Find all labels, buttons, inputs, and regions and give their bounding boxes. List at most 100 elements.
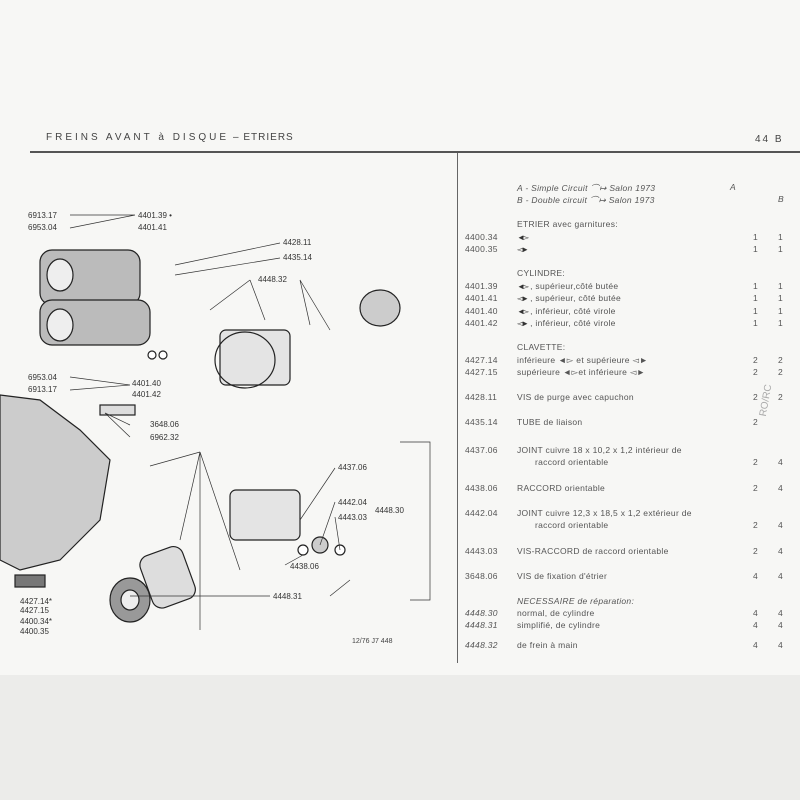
callout-label: 4448.32 (258, 275, 287, 284)
caliper-body (0, 394, 111, 571)
part-description-wrap: ◄▻, inférieur, côté virole (517, 306, 616, 316)
qty-b: 4 (778, 640, 784, 650)
part-description-wrap: JOINT cuivre 12,3 x 18,5 x 1,2 extérieur… (517, 508, 692, 518)
part-description-wrap: de frein à main (517, 640, 578, 650)
cylinder-lower (229, 489, 301, 541)
part-description-wrap: ◅►, inférieur, côté virole (517, 318, 616, 328)
qty-a: 1 (753, 232, 759, 242)
qty-a: 2 (753, 483, 759, 493)
callout-label: 4401.39 • (138, 211, 172, 220)
part-number: 4401.39 (465, 281, 498, 291)
qty-a: 2 (753, 457, 759, 467)
double-circuit-icon: ⌒↦ (589, 195, 607, 205)
part-number: 4401.40 (465, 306, 498, 316)
section-heading: CYLINDRE: (465, 268, 795, 280)
qty-b: 2 (778, 355, 784, 365)
pad (14, 574, 46, 588)
heading-text: CYLINDRE: (517, 268, 566, 278)
qty-b: 1 (778, 244, 784, 254)
part-row: 4442.04 JOINT cuivre 12,3 x 18,5 x 1,2 e… (465, 508, 795, 530)
part-description: TUBE de liaison (517, 417, 583, 427)
part-description: , inférieur, côté virole (530, 318, 616, 328)
column-divider (457, 153, 458, 663)
part-description-wrap: JOINT cuivre 18 x 10,2 x 1,2 intérieur d… (517, 445, 682, 455)
bolt (99, 404, 136, 416)
part-description-wrap: ◄▻ (517, 232, 530, 242)
part-number: 4400.35 (465, 244, 498, 254)
part-number: 4442.04 (465, 508, 498, 518)
section-heading: ETRIER avec garnitures: (465, 219, 795, 231)
part-description-wrap: VIS-RACCORD de raccord orientable (517, 546, 669, 556)
qty-a: 4 (753, 620, 759, 630)
part-row: 4401.42 ◅►, inférieur, côté virole 1 1 (465, 318, 795, 330)
callout-label: 4427.15 (20, 606, 49, 615)
part-row: 4438.06 RACCORD orientable 2 4 (465, 483, 795, 495)
qty-b: 4 (778, 608, 784, 618)
part-description-wrap: supérieure ◄▻et inférieure ◅► (517, 367, 645, 378)
left-side-arrow-icon: ◄▻ (517, 307, 529, 316)
callout-label: 4400.34* (20, 617, 53, 626)
part-row: 4437.06 JOINT cuivre 18 x 10,2 x 1,2 int… (465, 445, 795, 467)
part-number: 4448.31 (465, 620, 498, 630)
part-number: 4435.14 (465, 417, 498, 427)
part-row: 4400.34 ◄▻ 1 1 (465, 232, 795, 244)
qty-b: 4 (778, 457, 784, 467)
part-description: supérieure ◄▻et inférieure ◅► (517, 367, 646, 377)
part-number: 4401.42 (465, 318, 498, 328)
qty-a: 2 (753, 355, 759, 365)
qty-b: 4 (778, 520, 784, 530)
part-description-wrap: simplifié, de cylindre (517, 620, 600, 630)
heading-text: NECESSAIRE de réparation: (517, 596, 635, 606)
qty-b: 1 (778, 293, 784, 303)
qty-a: 4 (753, 608, 759, 618)
qty-a: 1 (753, 318, 759, 328)
qty-b: 4 (778, 620, 784, 630)
callout-label: 6913.17 (28, 385, 57, 394)
piston (139, 545, 196, 609)
qty-b: 2 (778, 392, 784, 402)
callout-label: 4428.11 (283, 238, 312, 247)
part-number: 4427.15 (465, 367, 498, 377)
part-description-wrap: inférieure ◄▻ et supérieure ◅► (517, 355, 648, 366)
part-description: , supérieur, côté butée (530, 293, 622, 303)
heading-text: CLAVETTE: (517, 342, 566, 352)
part-row: 4443.03 VIS-RACCORD de raccord orientabl… (465, 546, 795, 558)
part-number: 4443.03 (465, 546, 498, 556)
qty-a: 4 (753, 640, 759, 650)
page-title: FREINS AVANT à DISQUE– ETRIERS (46, 132, 294, 143)
qty-a: 4 (753, 571, 759, 581)
qty-a: 1 (753, 244, 759, 254)
part-description-wrap: ◅►, supérieur, côté butée (517, 293, 621, 303)
part-row: 4401.39 ◄▻, supérieur,côté butée 1 1 (465, 281, 795, 293)
part-row: 4401.41 ◅►, supérieur, côté butée 1 1 (465, 293, 795, 305)
part-description: , supérieur,côté butée (530, 281, 619, 291)
callout-label: 6953.04 (28, 373, 57, 382)
part-description-cont: raccord orientable (535, 457, 609, 467)
part-number: 4428.11 (465, 392, 498, 402)
qty-a: 2 (753, 367, 759, 377)
part-description-wrap: normal, de cylindre (517, 608, 595, 618)
variant-a: A - Simple Circuit ⌒↦ Salon 1973 A (517, 182, 736, 193)
callout-label: 4448.31 (273, 592, 302, 601)
right-side-arrow-icon: ◅► (517, 319, 529, 328)
part-description: RACCORD orientable (517, 483, 606, 493)
part-description-wrap: VIS de fixation d'étrier (517, 571, 607, 581)
part-description: JOINT cuivre 12,3 x 18,5 x 1,2 extérieur… (517, 508, 692, 518)
part-row: 4401.40 ◄▻, inférieur, côté virole 1 1 (465, 306, 795, 318)
part-description-wrap: ◄▻, supérieur,côté butée (517, 281, 618, 291)
part-description-wrap: VIS de purge avec capuchon (517, 392, 634, 402)
qty-b: 1 (778, 281, 784, 291)
cylinder-upper (219, 329, 291, 386)
callout-label: 4400.35 (20, 627, 49, 636)
qty-b: 2 (778, 367, 784, 377)
part-number: 4437.06 (465, 445, 498, 455)
part-description: simplifié, de cylindre (517, 620, 601, 630)
callout-label: 4438.06 (290, 562, 319, 571)
callout-label: 6913.17 (28, 211, 57, 220)
part-description-wrap: ◅► (517, 244, 530, 254)
right-side-arrow-icon: ◅► (517, 294, 529, 303)
callout-label: 6953.04 (28, 223, 57, 232)
qty-a: 1 (753, 293, 759, 303)
part-number: 4427.14 (465, 355, 498, 365)
